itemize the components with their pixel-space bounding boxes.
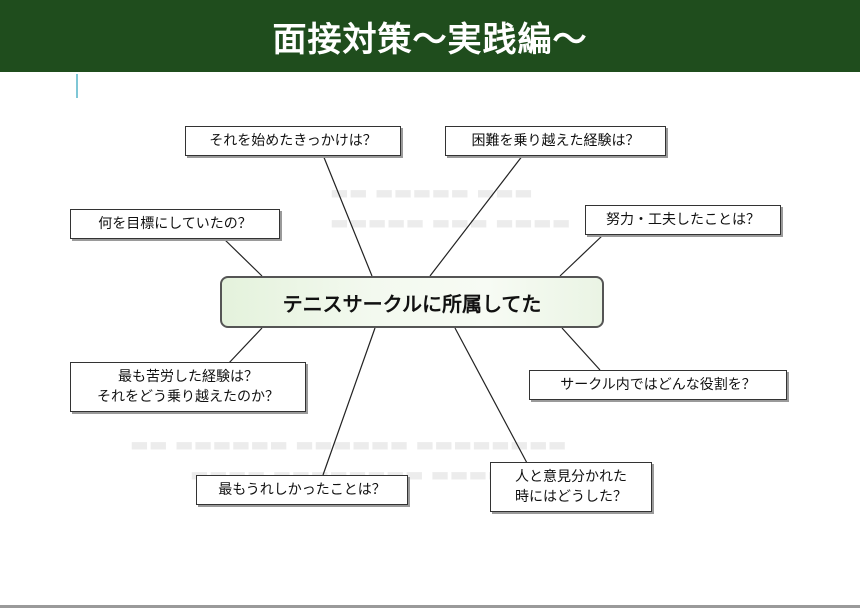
connector-q7 (322, 327, 376, 476)
center-topic-node: テニスサークルに所属してた (220, 276, 604, 328)
ghost-decoration: ▬▬ ▬▬▬▬▬ ▬▬▬ (330, 180, 533, 204)
question-text: それを始めたきっかけは？ (209, 133, 377, 149)
question-box-q5: 最も苦労した経験は？ それをどう乗り越えたのか？ (70, 362, 306, 412)
question-text: それをどう乗り越えたのか？ (97, 389, 279, 405)
connector-q2 (429, 154, 524, 277)
question-box-q8: 人と意見分かれた 時にはどうした？ (490, 462, 652, 512)
connector-q5 (227, 327, 263, 365)
question-text: 努力・工夫したことは？ (606, 212, 760, 228)
question-box-q4: 努力・工夫したことは？ (585, 205, 781, 235)
ghost-decoration: ▬▬▬▬▬ ▬▬▬ ▬▬▬▬ (330, 210, 571, 234)
connector-q1 (322, 154, 373, 277)
question-box-q3: 何を目標にしていたの？ (70, 209, 280, 239)
question-box-q6: サークル内ではどんな役割を？ (529, 370, 787, 400)
question-box-q7: 最もうれしかったことは？ (196, 475, 408, 505)
question-text: 人と意見分かれた (515, 469, 627, 485)
decor-tick (76, 74, 78, 98)
connector-q8 (454, 327, 528, 464)
bottom-rule (0, 605, 860, 608)
question-box-q1: それを始めたきっかけは？ (185, 126, 401, 156)
connector-q4 (559, 234, 604, 277)
question-box-q2: 困難を乗り越えた経験は？ (445, 126, 666, 156)
ghost-decoration: ▬▬ ▬▬▬▬▬▬ ▬▬▬▬▬▬ ▬▬▬▬▬▬▬▬ (130, 432, 567, 456)
connector-q6 (561, 327, 601, 371)
question-text: サークル内ではどんな役割を？ (560, 377, 756, 393)
question-text: 何を目標にしていたの？ (98, 216, 252, 232)
question-text: 困難を乗り越えた経験は？ (471, 133, 640, 149)
slide-title: 面接対策〜実践編〜 (272, 19, 588, 60)
question-text: 最も苦労した経験は？ (118, 369, 258, 385)
connector-q3 (221, 236, 263, 277)
question-text: 時にはどうした？ (515, 489, 627, 505)
question-text: 最もうれしかったことは？ (218, 482, 386, 498)
header-bar: 面接対策〜実践編〜 (0, 0, 860, 72)
center-topic-label: テニスサークルに所属してた (282, 291, 542, 316)
